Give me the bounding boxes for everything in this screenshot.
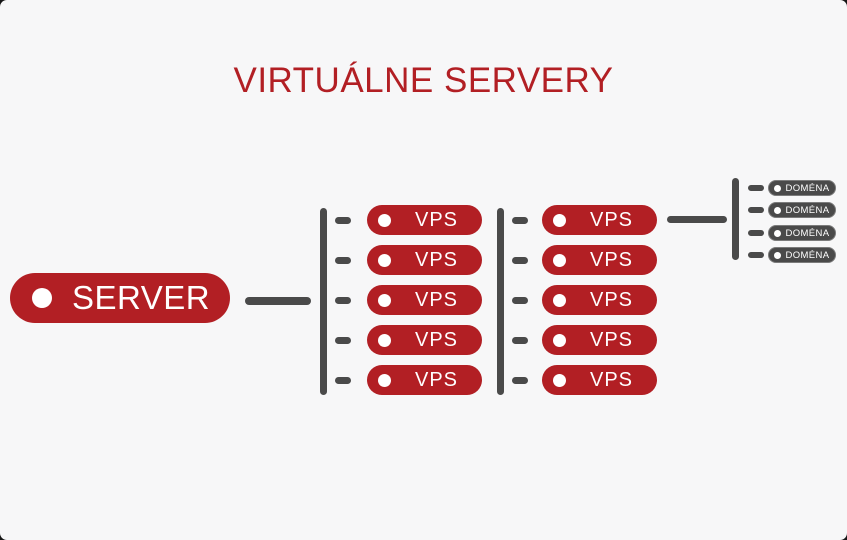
branch-dash-icon (335, 376, 351, 384)
vps-row: VPS (335, 245, 482, 275)
vps-label: VPS (589, 288, 634, 311)
vps-row: VPS (512, 245, 657, 275)
vps-node: VPS (367, 205, 482, 235)
page-title: VIRTUÁLNE SERVERY (233, 61, 614, 100)
vps-group-2-branch-bar (497, 208, 504, 395)
bullet-dot-icon (774, 184, 781, 192)
vps-row: VPS (335, 325, 482, 355)
branch-dash-icon (512, 336, 528, 344)
branch-dash-icon (748, 252, 764, 258)
vps-label: VPS (589, 208, 634, 231)
bullet-dot-icon (774, 251, 781, 259)
domain-row: DOMÉNA (748, 180, 836, 196)
vps-label: VPS (589, 328, 634, 351)
vps-label: VPS (414, 288, 459, 311)
bullet-dot-icon (553, 373, 566, 387)
vps-label: VPS (414, 208, 459, 231)
vps-label: VPS (589, 368, 634, 391)
branch-dash-icon (748, 185, 764, 191)
bullet-dot-icon (378, 373, 391, 387)
branch-dash-icon (335, 296, 351, 304)
domain-node: DOMÉNA (768, 202, 836, 218)
vps-node: VPS (367, 245, 482, 275)
branch-dash-icon (512, 256, 528, 264)
vps-node: VPS (542, 285, 657, 315)
bullet-dot-icon (774, 206, 781, 214)
domain-label: DOMÉNA (785, 204, 830, 216)
vps-node: VPS (367, 285, 482, 315)
domain-group-branch-bar (732, 178, 739, 260)
branch-dash-icon (748, 230, 764, 236)
vps-group-1-branch-bar (320, 208, 327, 395)
vps-label: VPS (414, 368, 459, 391)
domain-node: DOMÉNA (768, 180, 836, 196)
vps-label: VPS (414, 248, 459, 271)
domain-row: DOMÉNA (748, 202, 836, 218)
bullet-dot-icon (378, 293, 391, 307)
bullet-dot-icon (553, 213, 566, 227)
domain-label: DOMÉNA (785, 182, 830, 194)
vps-row: VPS (512, 325, 657, 355)
vps-node: VPS (367, 325, 482, 355)
connector-vps-to-domains-line (667, 216, 727, 223)
bullet-dot-icon (553, 333, 566, 347)
bullet-dot-icon (553, 253, 566, 267)
branch-dash-icon (512, 376, 528, 384)
bullet-dot-icon (553, 293, 566, 307)
vps-row: VPS (335, 365, 482, 395)
branch-dash-icon (335, 256, 351, 264)
bullet-dot-icon (32, 288, 52, 308)
vps-node: VPS (367, 365, 482, 395)
vps-row: VPS (512, 205, 657, 235)
vps-row: VPS (335, 285, 482, 315)
server-label: SERVER (71, 279, 211, 316)
bullet-dot-icon (774, 229, 781, 237)
vps-node: VPS (542, 205, 657, 235)
domain-row: DOMÉNA (748, 225, 836, 241)
branch-dash-icon (512, 216, 528, 224)
domain-label: DOMÉNA (785, 227, 830, 239)
bullet-dot-icon (378, 253, 391, 267)
branch-dash-icon (512, 296, 528, 304)
branch-dash-icon (748, 207, 764, 213)
bullet-dot-icon (378, 213, 391, 227)
vps-row: VPS (335, 205, 482, 235)
branch-dash-icon (335, 216, 351, 224)
domain-row: DOMÉNA (748, 247, 836, 263)
vps-label: VPS (589, 248, 634, 271)
branch-dash-icon (335, 336, 351, 344)
server-node: SERVER (10, 273, 230, 323)
vps-node: VPS (542, 365, 657, 395)
bullet-dot-icon (378, 333, 391, 347)
vps-row: VPS (512, 285, 657, 315)
vps-label: VPS (414, 328, 459, 351)
vps-node: VPS (542, 245, 657, 275)
domain-node: DOMÉNA (768, 225, 836, 241)
connector-server-to-vps-line (245, 297, 311, 305)
vps-node: VPS (542, 325, 657, 355)
vps-row: VPS (512, 365, 657, 395)
domain-node: DOMÉNA (768, 247, 836, 263)
domain-label: DOMÉNA (785, 249, 830, 261)
